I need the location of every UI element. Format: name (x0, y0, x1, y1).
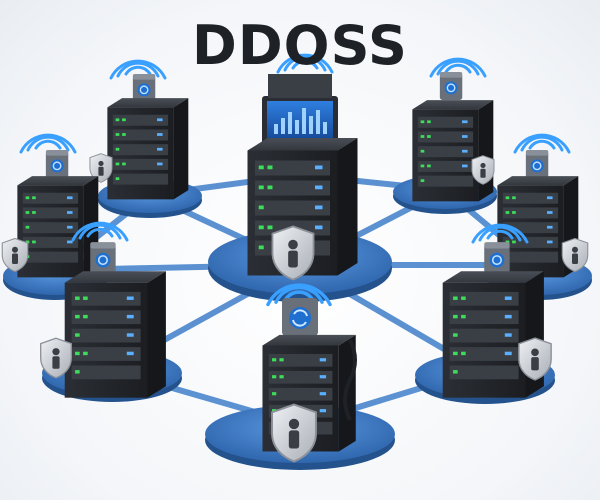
shield-user-icon (561, 237, 589, 273)
page-title: DDOSS (192, 14, 408, 77)
server-back-right (412, 57, 495, 202)
server-front-center (262, 283, 357, 463)
server-left (1, 133, 99, 278)
sync-icon (282, 298, 318, 336)
server-icon (107, 98, 189, 200)
server-center (247, 53, 358, 281)
server-icon (442, 271, 544, 398)
server-back-left (89, 59, 189, 200)
shield-user-icon (1, 237, 29, 273)
shield-user-icon (471, 155, 495, 185)
monitor-chart-icon (262, 96, 338, 150)
server-right (497, 133, 589, 278)
server-icon (412, 100, 494, 202)
server-icon (64, 271, 166, 398)
